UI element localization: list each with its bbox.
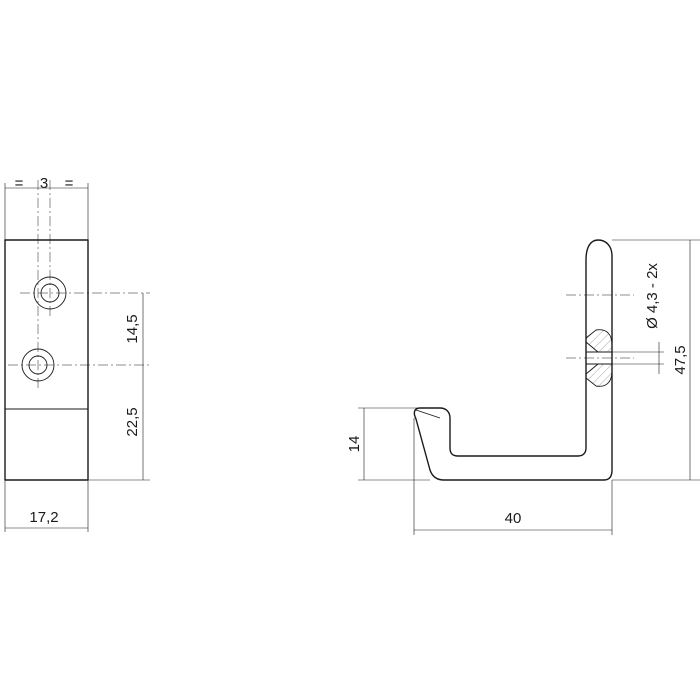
depth-dimension	[413, 418, 613, 535]
hook-height-dimension	[358, 407, 430, 481]
plate-width-dimension	[4, 480, 89, 532]
equal-sign-left: =	[15, 175, 24, 192]
hook-inner-edge	[415, 409, 441, 419]
hole-diameter-dimension	[612, 342, 664, 374]
total-height-dimension	[612, 239, 700, 481]
front-view: = 3 = 17,2 14,5 22,5	[4, 175, 150, 532]
top-spacing-dimension	[4, 183, 89, 240]
lower-height-label: 22,5	[124, 407, 141, 436]
equal-sign-right: =	[65, 175, 74, 192]
depth-label: 40	[505, 510, 522, 527]
total-height-label: 47,5	[672, 345, 689, 374]
hole-diameter-label: Ø 4,3 - 2x	[644, 263, 661, 329]
front-plate-outline	[4, 239, 89, 481]
hole-spacing-label: 14,5	[124, 314, 141, 343]
lower-height-dimension	[88, 365, 150, 481]
side-view: Ø 4,3 - 2x 47,5 14 40	[346, 239, 700, 535]
hook-outline	[413, 239, 613, 481]
plate-width-label: 17,2	[29, 509, 58, 526]
hook-height-label: 14	[346, 436, 363, 453]
hole-section	[585, 329, 613, 387]
spacing-label: 3	[40, 175, 48, 192]
